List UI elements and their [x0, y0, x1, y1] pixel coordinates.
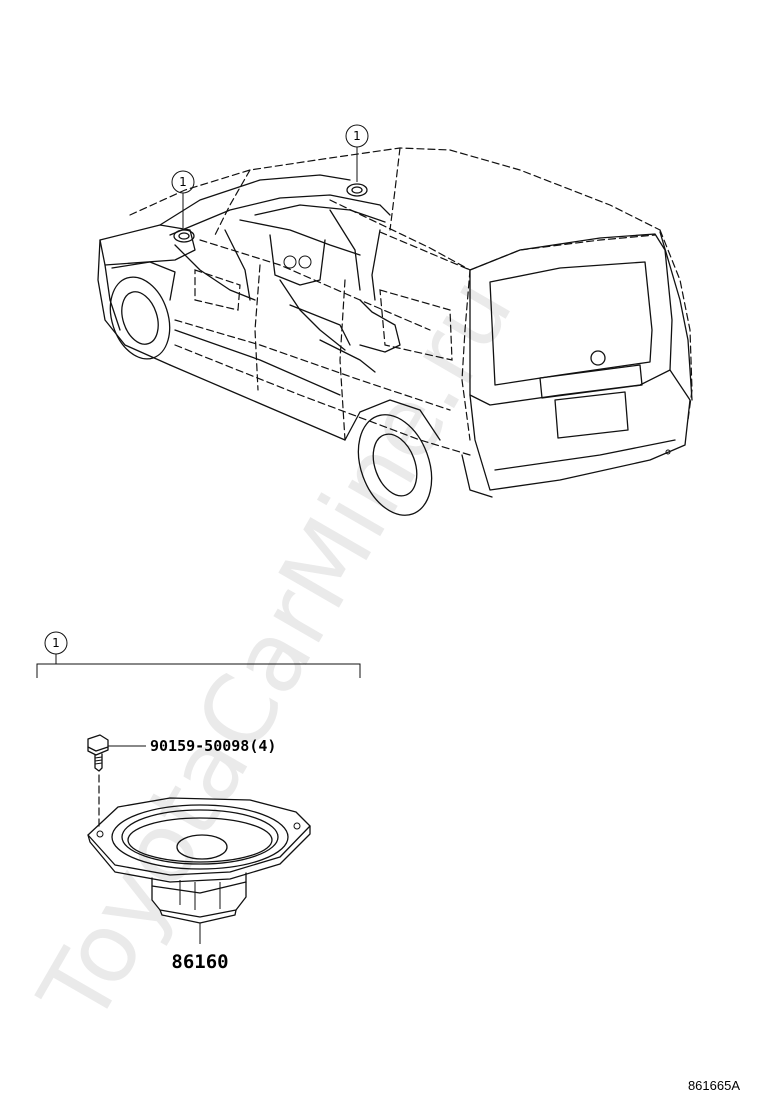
speaker-part-number: 86160: [171, 951, 228, 973]
vehicle-illustration: [97, 147, 693, 516]
speaker-icon: [87, 797, 311, 944]
callout-marker-front-left: 1: [171, 170, 195, 228]
parts-detail-group: 1: [36, 631, 361, 678]
watermark-text: ToyotaCarMine.ru: [17, 259, 534, 1042]
bolt-part-number: 90159-50098(4): [150, 737, 276, 755]
svg-text:1: 1: [353, 129, 361, 143]
callout-marker-front-right: 1: [345, 124, 369, 182]
bolt-icon: [87, 734, 146, 829]
svg-text:1: 1: [179, 175, 187, 189]
detail-callout-number: 1: [52, 636, 60, 650]
diagram-code: 861665A: [688, 1078, 740, 1093]
